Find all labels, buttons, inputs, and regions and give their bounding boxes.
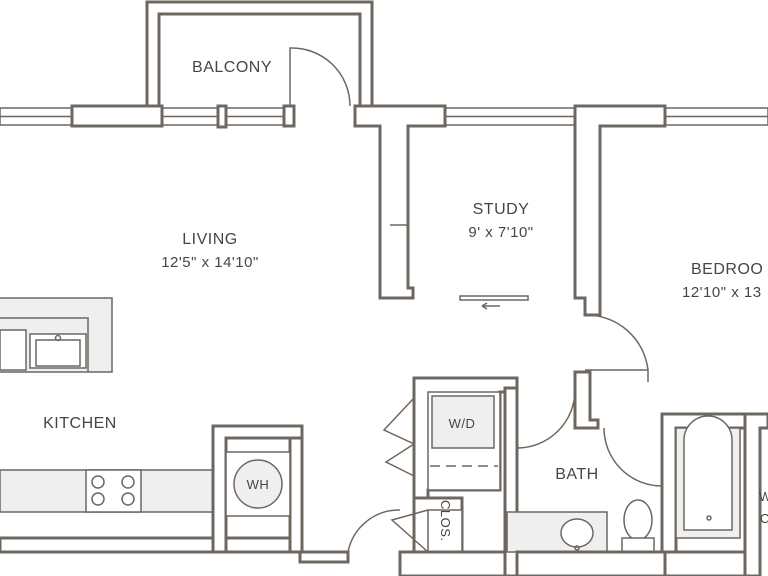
toilet — [621, 499, 655, 553]
closet-label: CLOS. — [438, 500, 453, 542]
bathtub-basin — [683, 415, 733, 531]
bath-door-swing — [516, 389, 576, 449]
wall-living-study — [353, 104, 447, 300]
room-name-living: LIVING — [182, 231, 237, 248]
wall-study-bedroom — [573, 104, 667, 317]
laundry-bifold-door — [382, 397, 416, 477]
room-name-bath: BATH — [555, 466, 598, 483]
bath-door2-swing — [603, 427, 663, 487]
washer-dryer-label: W/D — [449, 416, 476, 431]
entry-door-swing — [347, 509, 401, 562]
washer-dryer — [431, 395, 495, 449]
bedroom-door-leaf — [585, 369, 649, 382]
balcony-window — [161, 104, 291, 129]
wall-tub-bottom — [663, 550, 747, 576]
closet-door — [390, 509, 429, 553]
window-strip-left — [0, 107, 73, 126]
room-name-balcony: BALCONY — [192, 59, 272, 76]
wall-bath-bottom — [515, 550, 667, 576]
room-dim-bedroom: 12'10" x 13 — [682, 284, 762, 301]
wall-top-left — [70, 104, 164, 128]
balcony-door-swing — [289, 47, 351, 107]
right-edge-letter-bottom: C — [760, 511, 768, 526]
water-heater-label: WH — [247, 477, 270, 492]
water-heater — [233, 459, 283, 509]
right-edge-letter-top: W — [759, 489, 768, 504]
balcony-enclosure — [145, 0, 374, 108]
wall-wh-closet — [211, 424, 304, 554]
wall-hall-bottom — [298, 550, 350, 564]
cooktop — [85, 469, 142, 513]
door-slide-arrow — [481, 302, 500, 310]
wall-bath-top — [573, 370, 600, 430]
room-dim-study: 9' x 7'10" — [468, 224, 533, 241]
bedroom-door-swing — [584, 314, 649, 371]
wall-kitchen-bottom — [0, 536, 302, 554]
study-pocket-door — [459, 295, 529, 301]
room-name-bedroom: BEDROO — [691, 261, 763, 278]
room-name-study: STUDY — [473, 201, 530, 218]
wall-right-closet — [743, 412, 768, 576]
wall-bath-bottom-left — [398, 550, 507, 576]
kitchen-island — [0, 297, 113, 373]
kitchen-counter — [0, 469, 216, 513]
room-name-kitchen: KITCHEN — [43, 415, 117, 432]
bath-sink — [560, 518, 594, 548]
room-dim-living: 12'5" x 14'10" — [161, 254, 259, 271]
wall-wh-right — [288, 436, 304, 554]
wall-door-jamb — [282, 104, 296, 128]
